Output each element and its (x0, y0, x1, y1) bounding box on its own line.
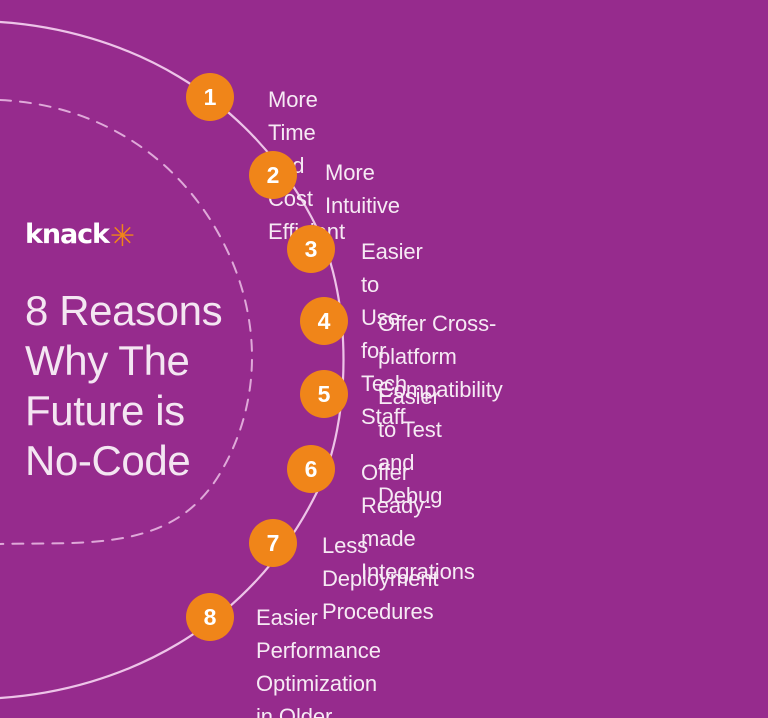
step-label-4: Offer Cross-platform Compatibility (378, 311, 503, 402)
step-label-5: Easier to Test and Debug (378, 384, 443, 508)
step-number-badge-1[interactable]: 1 (186, 73, 234, 121)
step-number-badge-8[interactable]: 8 (186, 593, 234, 641)
left-panel: knack✳ 8 Reasons Why The Future is No-Co… (25, 219, 240, 486)
asterisk-icon: ✳ (109, 220, 135, 253)
page-title: 8 Reasons Why The Future is No-Code (25, 287, 223, 484)
step-number-badge-4[interactable]: 4 (300, 297, 348, 345)
knack-logo[interactable]: knack✳ (25, 219, 240, 253)
step-number-badge-7[interactable]: 7 (249, 519, 297, 567)
step-number-badge-5[interactable]: 5 (300, 370, 348, 418)
step-label-3: Easier to Use for Tech Staff (361, 239, 423, 429)
step-label-6: Offer Ready-made Integrations (361, 460, 475, 584)
step-label-2: More Intuitive (325, 160, 400, 218)
step-number-badge-3[interactable]: 3 (287, 225, 335, 273)
step-label-8: Easier Performance Optimization in Older… (256, 605, 381, 718)
logo-wordmark: knack (25, 219, 110, 250)
step-number-badge-6[interactable]: 6 (287, 445, 335, 493)
step-number-badge-2[interactable]: 2 (249, 151, 297, 199)
step-label-7: Less Deployment Procedures (322, 533, 439, 624)
